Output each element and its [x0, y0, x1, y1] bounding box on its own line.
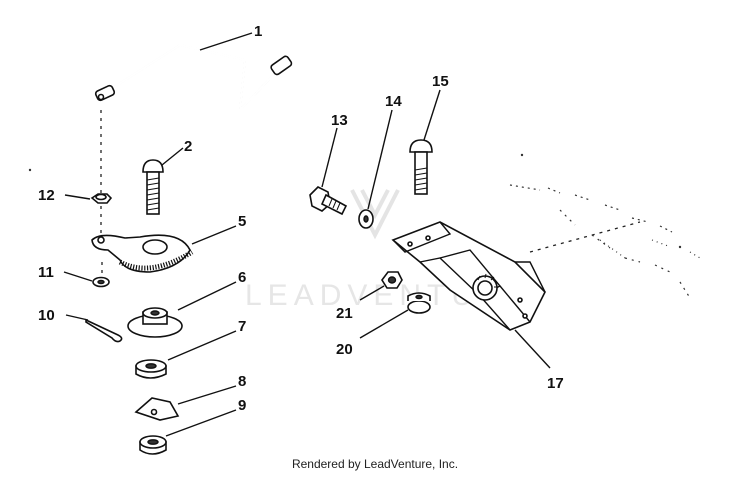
part-9-nut [139, 435, 167, 455]
leader-11 [63, 271, 93, 282]
leader-17 [514, 329, 551, 369]
leader-7 [167, 330, 237, 361]
leader-15 [423, 89, 441, 141]
leader-8 [177, 385, 237, 405]
stray-dot [28, 168, 32, 172]
callout-14: 14 [385, 93, 402, 110]
footer-credit: Rendered by LeadVenture, Inc. [291, 457, 459, 471]
reference-line-right [529, 221, 641, 253]
part-2-bolt [142, 159, 164, 215]
leader-12 [64, 194, 91, 200]
part-11-washer [92, 276, 110, 288]
callout-21: 21 [336, 305, 353, 322]
leader-5 [191, 225, 237, 245]
leader-2 [161, 147, 184, 166]
part-21-nut [381, 271, 403, 289]
callout-8: 8 [238, 373, 246, 390]
leader-10 [65, 314, 89, 321]
part-5-gear-segment [91, 234, 194, 273]
part-20-spacer [407, 292, 431, 314]
part-10-cotter-pin [85, 318, 123, 343]
callout-13: 13 [331, 112, 348, 129]
callout-5: 5 [238, 213, 246, 230]
leader-20 [359, 309, 409, 339]
leader-9 [165, 409, 237, 437]
callout-6: 6 [238, 269, 246, 286]
leader-6 [177, 281, 237, 311]
callout-15: 15 [432, 73, 449, 90]
callout-7: 7 [238, 318, 246, 335]
part-8-clip [134, 397, 180, 421]
part-7-nut [135, 359, 167, 379]
callout-9: 9 [238, 397, 246, 414]
leader-1 [199, 32, 253, 51]
part-15-bolt [409, 139, 433, 195]
callout-12: 12 [38, 187, 55, 204]
leader-21 [359, 285, 385, 301]
watermark-logo-icon [350, 189, 400, 240]
callout-17: 17 [547, 375, 564, 392]
callout-11: 11 [38, 264, 54, 281]
part-12-nut [90, 193, 113, 204]
part-1-rod [94, 43, 293, 112]
part-14-washer [358, 209, 374, 229]
leader-13 [321, 127, 338, 188]
part-17-bracket [391, 221, 546, 331]
callout-20: 20 [336, 341, 353, 358]
callout-10: 10 [38, 307, 55, 324]
callout-1: 1 [254, 23, 262, 40]
frame-fragment-right [509, 153, 701, 299]
leader-14 [367, 109, 393, 210]
callout-2: 2 [184, 138, 192, 155]
part-13-bolt [309, 186, 348, 216]
part-6-spacer [127, 307, 183, 338]
